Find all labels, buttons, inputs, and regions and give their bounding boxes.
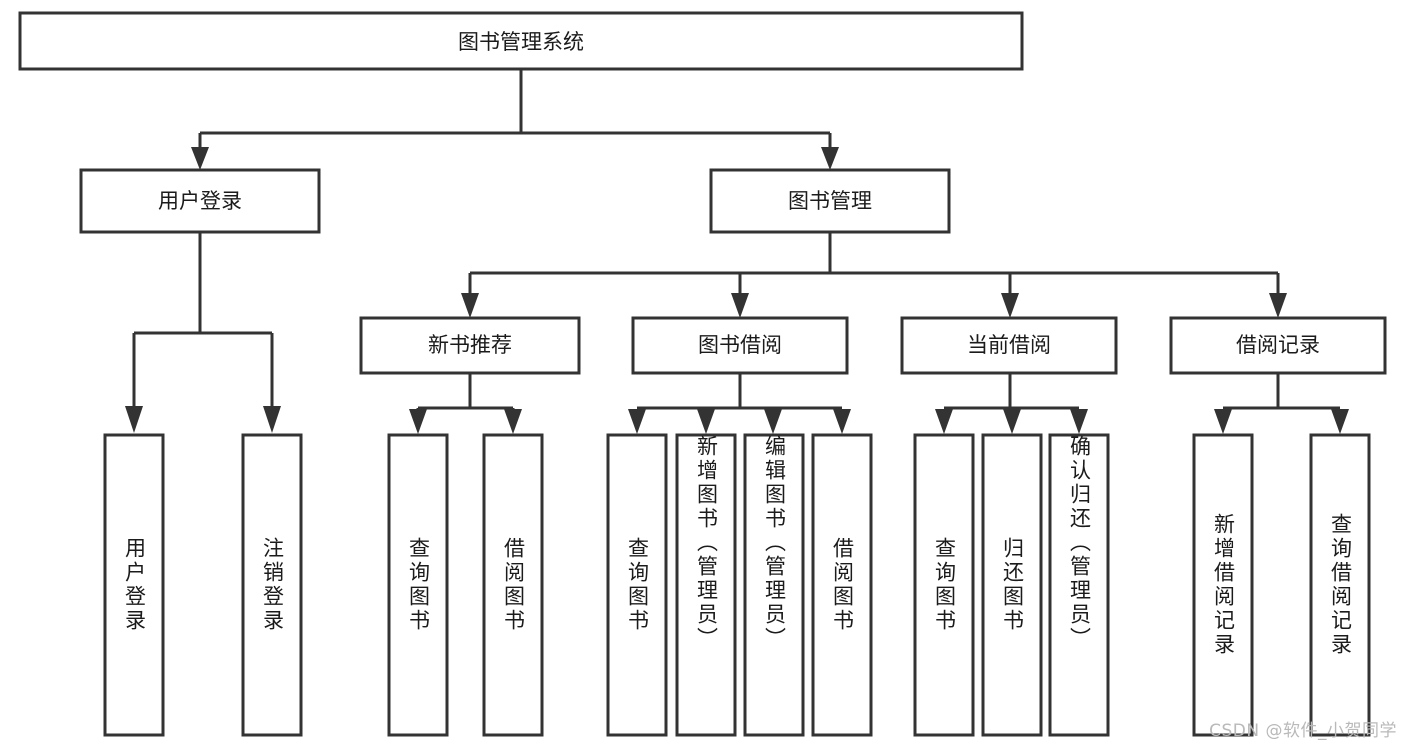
node-book-borrow-box[interactable] (631, 316, 849, 375)
node-new-book-box[interactable] (359, 316, 581, 375)
node-root-label: 图书管理系统 (458, 30, 584, 54)
arrow-head-borrowrecord-leaf-2 (1331, 409, 1349, 434)
leaf-current-confirm-box[interactable] (1048, 433, 1110, 737)
node-book-borrow-label: 图书借阅 (698, 333, 782, 357)
arrow-head-user-login (191, 147, 209, 170)
node-user-login-box[interactable] (79, 168, 321, 234)
node-current-borrow-box[interactable] (900, 316, 1118, 375)
arrow-head-currentborrow-leaf-3 (1070, 409, 1088, 434)
arrow-head-book-manage (821, 147, 839, 170)
node-new-book-label: 新书推荐 (428, 333, 512, 357)
node-root-box[interactable] (18, 11, 1024, 71)
arrow-head-new-book (461, 293, 479, 318)
leaf-borrow-add-box[interactable] (675, 433, 737, 737)
arrow-head-borrowrecord-leaf-1 (1214, 409, 1232, 434)
arrow-head-bookborrow-leaf-2 (697, 409, 715, 434)
leaf-record-query-box[interactable] (1309, 433, 1371, 737)
leaf-current-return-box[interactable] (981, 433, 1043, 737)
csdn-watermark: CSDN @软件_小贺同学 (1209, 721, 1397, 741)
connectors-layer (125, 69, 1349, 434)
node-current-borrow-label: 当前借阅 (967, 333, 1051, 357)
node-book-manage-label: 图书管理 (788, 189, 872, 213)
leaf-borrow-edit-box[interactable] (743, 433, 805, 737)
leaf-newbook-borrow-box[interactable] (482, 433, 544, 737)
leaf-user-login-box[interactable] (103, 433, 165, 737)
arrow-head-newbook-leaf-1 (409, 409, 427, 434)
leaf-logout-box[interactable] (241, 433, 303, 737)
leaf-borrow-query-box[interactable] (606, 433, 668, 737)
arrow-head-leaf-logout (263, 406, 281, 433)
node-borrow-record-box[interactable] (1169, 316, 1387, 375)
arrow-head-leaf-user-login (125, 406, 143, 433)
leaf-borrow-lend-box[interactable] (811, 433, 873, 737)
arrow-head-bookborrow-leaf-1 (628, 409, 646, 434)
arrow-head-bookborrow-leaf-3 (764, 409, 782, 434)
arrow-head-currentborrow-leaf-1 (935, 409, 953, 434)
arrow-head-book-borrow (731, 293, 749, 318)
nodes-layer: 图书管理系统 用户登录 图书管理 新书推荐 图书借阅 当前借阅 借阅记录 (18, 11, 1387, 737)
arrow-head-newbook-leaf-2 (504, 409, 522, 434)
node-user-login-label: 用户登录 (158, 189, 242, 213)
arrow-head-currentborrow-leaf-2 (1003, 409, 1021, 434)
arrow-head-current-borrow (1001, 293, 1019, 318)
leaf-newbook-query-box[interactable] (387, 433, 449, 737)
leaf-current-query-box[interactable] (913, 433, 975, 737)
arrow-head-borrow-record (1269, 293, 1287, 318)
node-borrow-record-label: 借阅记录 (1236, 333, 1320, 357)
arrow-head-bookborrow-leaf-4 (833, 409, 851, 434)
node-book-manage-box[interactable] (709, 168, 951, 234)
leaf-record-add-box[interactable] (1192, 433, 1254, 737)
